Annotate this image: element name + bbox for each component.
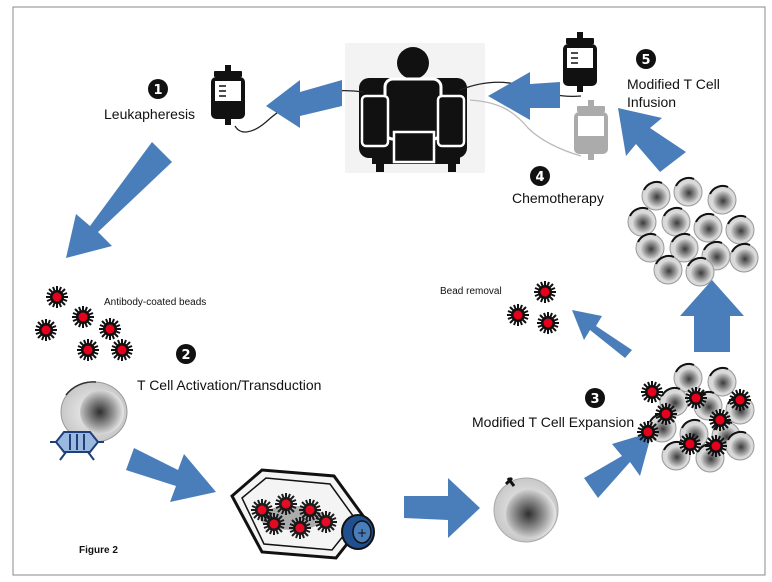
svg-text:2: 2: [181, 348, 190, 363]
svg-text:+: +: [357, 526, 367, 540]
arrow-bead-removal: [572, 310, 632, 358]
blood-bag-icon: [210, 64, 246, 126]
arrows: [66, 72, 744, 538]
expanded-cell-cluster: [627, 176, 759, 287]
annotation-bead-removal: Bead removal: [440, 286, 502, 297]
step-label-chemotherapy: Chemotherapy: [512, 190, 604, 206]
patient-in-chair-icon: [345, 43, 485, 173]
figure-caption: Figure 2: [79, 545, 118, 556]
annotation-beads: Antibody-coated beads: [104, 297, 206, 308]
bead-icon: [45, 285, 69, 309]
expansion-cell-cluster: [636, 362, 755, 473]
arrow-to-flask: [126, 448, 216, 502]
chemo-bag-icon: [574, 100, 608, 160]
step-badge-2: 2: [176, 344, 196, 364]
svg-text:3: 3: [590, 392, 599, 407]
arrow-to-infusion: [618, 108, 686, 172]
step-badge-4: 4: [530, 166, 550, 186]
bead-icon: [71, 305, 95, 329]
svg-text:1: 1: [153, 83, 162, 98]
arrow-to-patient: [488, 72, 560, 120]
arrow-to-expansion: [584, 432, 652, 498]
step-badge-3: 3: [585, 388, 605, 408]
bead-icon: [506, 303, 530, 327]
step-badge-5: 5: [636, 49, 656, 69]
step-label-infusion-line2: Infusion: [627, 94, 676, 110]
arrow-up-right: [680, 280, 744, 352]
step-label-infusion-line1: Modified T Cell: [627, 76, 720, 92]
step-label-leukapheresis: Leukapheresis: [104, 106, 195, 122]
bead-icon: [533, 280, 557, 304]
t-cell-icon: [60, 381, 128, 443]
bead-icon: [98, 317, 122, 341]
arrow-to-cell: [404, 478, 480, 538]
blood-bag-icon: [562, 31, 598, 93]
bead-icon: [536, 311, 560, 335]
step-label-expansion: Modified T Cell Expansion: [472, 414, 634, 430]
receptor-icon: [50, 431, 104, 461]
step-label-activation: T Cell Activation/Transduction: [137, 377, 321, 393]
svg-text:4: 4: [535, 170, 544, 185]
culture-flask-icon: +: [230, 468, 375, 560]
bead-icon: [110, 338, 134, 362]
arrow-down-left: [66, 142, 172, 258]
bead-removal-cluster: [506, 280, 560, 335]
svg-text:5: 5: [641, 53, 650, 68]
tubing-chemo: [469, 99, 582, 157]
bead-icon: [34, 318, 58, 342]
modified-t-cell-icon: [493, 476, 559, 543]
figure-frame: [12, 6, 766, 576]
arrow-to-leukapheresis: [266, 80, 342, 128]
bead-icon: [76, 338, 100, 362]
step-badge-1: 1: [148, 79, 168, 99]
